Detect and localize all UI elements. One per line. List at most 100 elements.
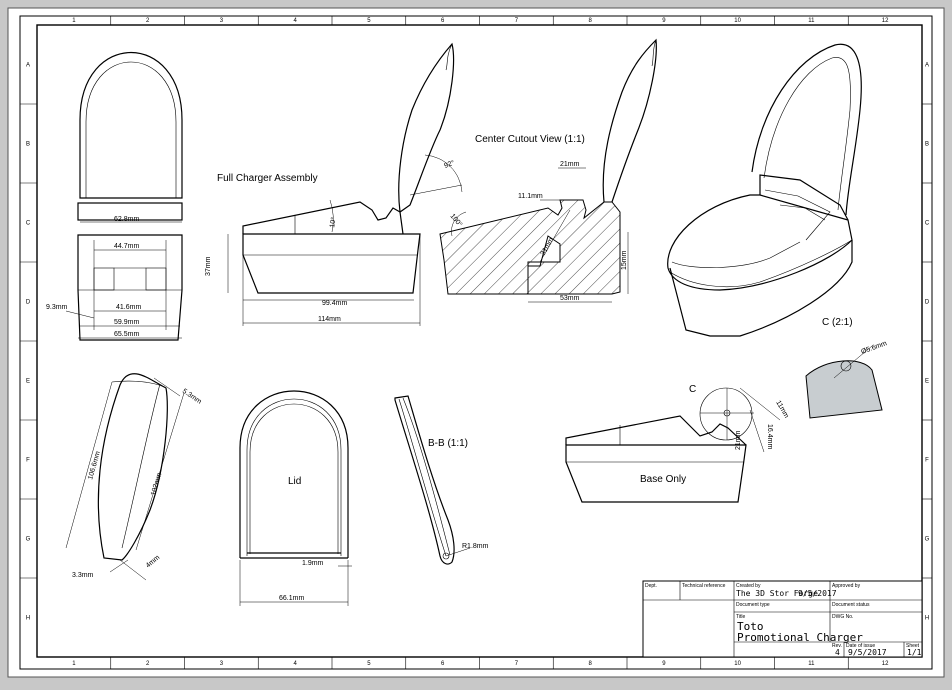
title-block xyxy=(642,580,923,658)
zone-col-top-5: 5 xyxy=(367,18,371,24)
tb-approved-label: Approved by xyxy=(832,583,861,589)
zone-row-right-B: B xyxy=(925,142,929,148)
zone-row-left-H: H xyxy=(26,616,30,622)
dim-9-3: 9.3mm xyxy=(46,304,68,311)
zone-col-bottom-1: 1 xyxy=(72,661,76,667)
zone-col-top-9: 9 xyxy=(662,18,666,24)
dim-65-5: 65.5mm xyxy=(114,331,139,338)
zone-row-left-F: F xyxy=(26,458,30,464)
dim-16-4: 16.4mm xyxy=(766,424,773,449)
dim-59-9: 59.9mm xyxy=(114,319,139,326)
cutout-title: Center Cutout View (1:1) xyxy=(475,134,585,145)
zone-col-top-7: 7 xyxy=(515,18,519,24)
lid-front-view xyxy=(239,390,352,606)
zone-col-bottom-5: 5 xyxy=(367,661,371,667)
dim-r1-8: R1.8mm xyxy=(462,543,489,550)
zone-row-left-B: B xyxy=(26,142,30,148)
zone-col-top-11: 11 xyxy=(808,18,815,24)
dim-66-1: 66.1mm xyxy=(279,595,304,602)
zone-col-bottom-4: 4 xyxy=(293,661,297,667)
zone-col-bottom-11: 11 xyxy=(808,661,815,667)
zone-col-bottom-7: 7 xyxy=(515,661,519,667)
detail-c-title: C (2:1) xyxy=(822,317,853,328)
section-bb-view xyxy=(394,395,471,565)
lid-side-view xyxy=(65,373,185,581)
paper xyxy=(7,7,945,678)
detail-marker: C xyxy=(689,384,696,395)
zone-row-left-E: E xyxy=(26,379,30,385)
zone-col-top-4: 4 xyxy=(293,18,297,24)
zone-col-top-3: 3 xyxy=(220,18,224,24)
zone-col-bottom-10: 10 xyxy=(734,661,741,667)
zone-row-left-D: D xyxy=(26,300,31,306)
dim-114: 114mm xyxy=(318,316,341,323)
zone-col-top-10: 10 xyxy=(734,18,741,24)
tb-docstatus-label: Document status xyxy=(832,602,870,608)
tb-created-value: The 3D Stor Forge xyxy=(736,589,818,598)
zone-row-left-A: A xyxy=(26,63,30,69)
tb-title-label: Title xyxy=(736,614,745,620)
tb-sheet-value: 1/1 xyxy=(907,648,922,657)
zone-col-bottom-12: 12 xyxy=(882,661,889,667)
front-view xyxy=(65,52,183,341)
zone-col-bottom-2: 2 xyxy=(146,661,150,667)
outer-frame xyxy=(19,15,933,670)
zone-row-left-G: G xyxy=(26,537,31,543)
zone-row-right-C: C xyxy=(925,221,930,227)
tb-created-date: 9/5/2017 xyxy=(798,589,837,598)
tb-sheet-label: Sheet xyxy=(906,643,920,649)
zone-col-bottom-3: 3 xyxy=(220,661,224,667)
dim-44-7: 44.7mm xyxy=(114,243,139,250)
tb-dept-label: Dept. xyxy=(645,583,657,589)
tb-created-label: Created by xyxy=(736,583,761,589)
isometric-view xyxy=(667,43,862,337)
base-only-view xyxy=(565,387,781,503)
zone-row-right-A: A xyxy=(925,63,929,69)
dim-11-1: 11.1mm xyxy=(518,193,543,200)
dim-62-8: 62.8mm xyxy=(114,216,139,223)
assembly-view xyxy=(227,42,463,326)
zone-row-right-G: G xyxy=(925,537,930,543)
tb-title-line2: Promotional Charger xyxy=(737,631,863,644)
base-only-title: Base Only xyxy=(640,474,686,485)
detail-c-view xyxy=(805,345,883,419)
zone-row-right-F: F xyxy=(925,458,929,464)
zone-col-top-6: 6 xyxy=(441,18,445,24)
tb-issue-label: Date of issue xyxy=(846,643,875,649)
zone-col-bottom-9: 9 xyxy=(662,661,666,667)
dim-angle-10: 10° xyxy=(328,216,338,228)
zone-col-bottom-8: 8 xyxy=(588,661,592,667)
zone-row-right-D: D xyxy=(925,300,930,306)
dim-53: 53mm xyxy=(560,295,580,302)
assembly-title: Full Charger Assembly xyxy=(217,173,318,184)
zone-col-top-1: 1 xyxy=(72,18,76,24)
cutout-view xyxy=(439,38,657,303)
zone-col-top-8: 8 xyxy=(588,18,592,24)
zone-col-top-2: 2 xyxy=(146,18,150,24)
tb-dwg-label: DWG No. xyxy=(832,614,853,620)
section-bb-title: B-B (1:1) xyxy=(428,438,468,449)
zone-row-right-H: H xyxy=(925,616,929,622)
zone-col-bottom-6: 6 xyxy=(441,661,445,667)
detail-c-region xyxy=(805,360,883,419)
tb-issue-value: 9/5/2017 xyxy=(848,648,887,657)
dim-angle-92: 92° xyxy=(443,159,456,170)
zone-row-right-E: E xyxy=(925,379,929,385)
dim-15: 15mm xyxy=(621,250,628,270)
tb-doctype-label: Document type xyxy=(736,602,770,608)
dim-99-4: 99.4mm xyxy=(322,300,347,307)
dim-21-base: 21mm xyxy=(735,430,742,450)
dim-41-6: 41.6mm xyxy=(116,304,141,311)
zone-row-left-C: C xyxy=(26,221,31,227)
dim-37: 37mm xyxy=(205,256,212,276)
tb-rev-label: Rev. xyxy=(832,643,842,649)
dim-3-3: 3.3mm xyxy=(72,572,94,579)
dim-21: 21mm xyxy=(560,161,580,168)
dim-1-9: 1.9mm xyxy=(302,560,324,567)
zone-col-top-12: 12 xyxy=(882,18,889,24)
tb-title-line1: Toto xyxy=(737,620,764,633)
tb-rev-value: 4 xyxy=(835,648,840,657)
